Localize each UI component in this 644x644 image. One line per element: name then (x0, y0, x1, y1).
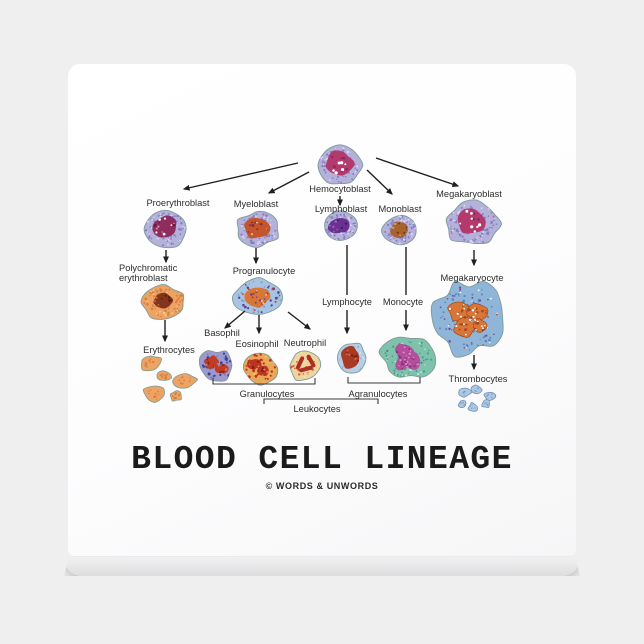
thrombocytes-cell-image (457, 384, 497, 412)
lymphocyte-cell-image (337, 342, 367, 374)
progranulocyte-cell-image (231, 277, 283, 315)
polychromatic-line1-label: Polychromatic (119, 263, 178, 273)
polychromatic-erythroblast-cell-image (140, 284, 185, 320)
megakaryoblast-cell-image (445, 199, 502, 245)
erythrocytes-label: Erythrocytes (143, 345, 195, 355)
eosinophil-cell-image (242, 352, 279, 386)
neutrophil-cell-image (289, 350, 322, 382)
lineage-arrows (162, 157, 477, 371)
monoblast-label: Monoblast (379, 204, 422, 214)
progranulocyte-label: Progranulocyte (233, 266, 296, 276)
erythrocytes-cell-image (141, 355, 198, 403)
myeloblast-cell-image (236, 210, 279, 248)
product-title: BLOOD CELL LINEAGE (131, 441, 513, 478)
agranulocytes-label: Agranulocytes (349, 389, 408, 399)
proerythroblast-label: Proerythroblast (146, 198, 209, 208)
thrombocytes-label: Thrombocytes (449, 374, 508, 384)
proerythroblast-cell-image (143, 209, 187, 249)
monoblast-cell-image (381, 214, 417, 246)
lymphocyte-label: Lymphocyte (322, 297, 372, 307)
lymphoblast-cell-image (324, 210, 358, 241)
hemocytoblast-cell-image (317, 144, 364, 185)
myeloblast-label: Myeloblast (234, 199, 279, 209)
basophil-label: Basophil (204, 328, 240, 338)
megakaryocyte-cell-image (430, 280, 504, 358)
leukocytes-label: Leukocytes (293, 404, 340, 414)
eosinophil-label: Eosinophil (236, 339, 279, 349)
granulocytes-label: Granulocytes (240, 389, 295, 399)
monocyte-cell-image (378, 336, 437, 378)
megakaryocyte-label: Megakaryocyte (440, 273, 503, 283)
basophil-cell-image (198, 350, 233, 382)
neutrophil-label: Neutrophil (284, 338, 326, 348)
hemocytoblast-label: Hemocytoblast (309, 184, 371, 194)
brand-credit: © WORDS & UNWORDS (265, 481, 379, 491)
monocyte-label: Monocyte (383, 297, 423, 307)
lymphoblast-label: Lymphoblast (315, 204, 368, 214)
megakaryoblast-label: Megakaryoblast (436, 189, 502, 199)
polychromatic-line2-label: erythroblast (119, 273, 168, 283)
grouping-brackets (212, 377, 421, 404)
